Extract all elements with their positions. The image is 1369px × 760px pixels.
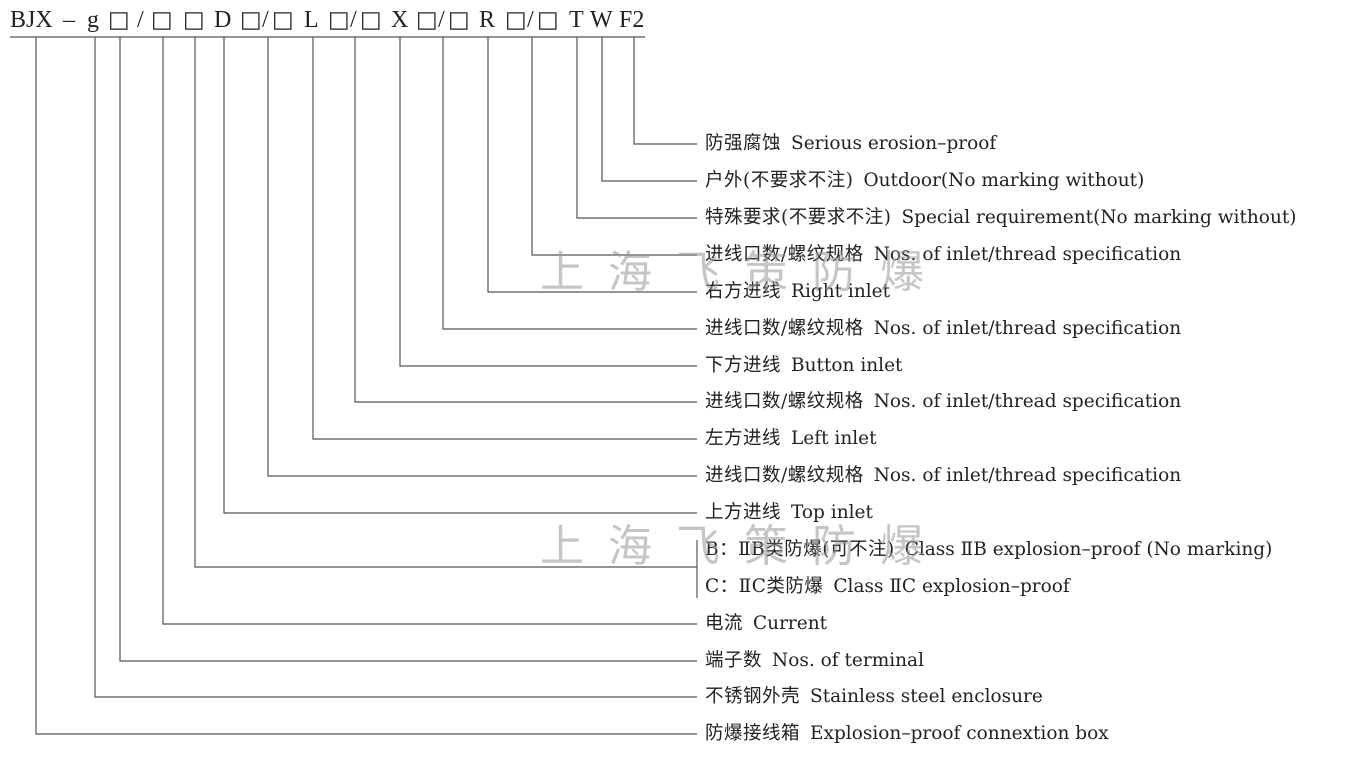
leader-line: [442, 37, 697, 330]
leader-line: [194, 37, 697, 568]
label-en: Special requirement(No marking without): [901, 207, 1297, 228]
leader-line: [94, 37, 697, 698]
label-en: Right inlet: [791, 281, 891, 302]
leader-line: [601, 37, 697, 182]
leader-line: [576, 37, 697, 219]
label-en: Nos. of terminal: [772, 650, 925, 671]
code-segment: /: [438, 7, 445, 33]
label-top-inlet-spec: 进线口数/螺纹规格 Nos. of inlet/thread specificat…: [705, 465, 1181, 487]
label-top-inlet: 上方进线 Top inlet: [705, 502, 873, 524]
label-en: Current: [753, 613, 828, 634]
label-en: Nos. of inlet/thread specification: [873, 318, 1182, 339]
label-en: Nos. of inlet/thread specification: [873, 391, 1182, 412]
code-slot: □: [505, 7, 527, 33]
label-en: Button inlet: [791, 355, 903, 376]
label-current: 电流 Current: [705, 613, 827, 635]
leader-line: [119, 37, 697, 662]
code-segment: /: [137, 7, 144, 33]
leader-line: [487, 37, 697, 293]
label-bottom-inlet: 下方进线 Button inlet: [705, 355, 902, 377]
label-cn: C：ⅡC类防爆: [705, 576, 824, 597]
label-cn: 特殊要求(不要求不注): [705, 207, 892, 228]
code-slot: □: [328, 7, 350, 33]
code-segment: /: [527, 7, 534, 33]
leader-line: [354, 37, 697, 403]
watermark-text: 上海飞策防爆: [540, 247, 948, 298]
code-segment: /: [350, 7, 357, 33]
label-class-iib: B：ⅡB类防爆(可不注) Class ⅡB explosion–proof (No…: [705, 539, 1272, 561]
label-cn: 进线口数/螺纹规格: [705, 465, 864, 486]
code-slot: □: [360, 7, 382, 33]
label-cn: 下方进线: [705, 355, 782, 376]
label-en: Serious erosion–proof: [791, 133, 997, 154]
label-cn: 端子数: [705, 650, 763, 671]
label-en: Left inlet: [791, 428, 877, 449]
label-cn: 防爆接线箱: [705, 723, 801, 744]
label-cn: 进线口数/螺纹规格: [705, 318, 864, 339]
leader-line: [531, 37, 697, 256]
label-en: Class ⅡB explosion–proof (No marking): [904, 539, 1273, 560]
code-segment: X: [391, 7, 409, 33]
leader-line: [633, 37, 697, 145]
code-segment: –: [63, 7, 75, 33]
code-segment: T: [569, 7, 584, 33]
label-cn: B：ⅡB类防爆(可不注): [705, 539, 895, 560]
label-serious-erosion-proof: 防强腐蚀 Serious erosion–proof: [705, 133, 996, 155]
label-cn: 左方进线: [705, 428, 782, 449]
code-segment: BJX: [10, 7, 53, 33]
leader-line: [399, 37, 697, 367]
label-connection-box: 防爆接线箱 Explosion–proof connextion box: [705, 723, 1109, 745]
code-slot: □: [537, 7, 559, 33]
label-left-inlet: 左方进线 Left inlet: [705, 428, 877, 450]
leader-line: [312, 37, 697, 440]
label-en: Stainless steel enclosure: [810, 686, 1043, 707]
label-en: Explosion–proof connextion box: [810, 723, 1109, 744]
code-slot: □: [183, 7, 205, 33]
leader-line: [35, 37, 697, 735]
code-slot: □: [416, 7, 438, 33]
leader-line: [223, 37, 697, 514]
label-en: Class ⅡC explosion–proof: [833, 576, 1070, 597]
label-cn: 进线口数/螺纹规格: [705, 244, 864, 265]
label-cn: 进线口数/螺纹规格: [705, 391, 864, 412]
code-segment: D: [214, 7, 232, 33]
code-slot: □: [151, 7, 173, 33]
code-segment: R: [479, 7, 496, 33]
code-segment: g: [87, 7, 99, 33]
label-left-inlet-spec: 进线口数/螺纹规格 Nos. of inlet/thread specificat…: [705, 391, 1181, 413]
watermark-text: 上海飞策防爆: [540, 521, 948, 572]
label-cn: 右方进线: [705, 281, 782, 302]
code-slot: □: [448, 7, 470, 33]
code-slot: □: [272, 7, 294, 33]
leader-line: [267, 37, 697, 477]
label-cn: 上方进线: [705, 502, 782, 523]
label-outdoor: 户外(不要求不注) Outdoor(No marking without): [705, 170, 1144, 192]
label-en: Nos. of inlet/thread specification: [873, 244, 1182, 265]
label-cn: 电流: [705, 613, 744, 634]
label-right-inlet-spec: 进线口数/螺纹规格 Nos. of inlet/thread specificat…: [705, 244, 1181, 266]
label-en: Nos. of inlet/thread specification: [873, 465, 1182, 486]
code-slot: □: [240, 7, 262, 33]
leader-line: [162, 37, 697, 625]
label-special-requirement: 特殊要求(不要求不注) Special requirement(No markin…: [705, 207, 1297, 229]
code-segment: F2: [619, 7, 645, 33]
label-en: Outdoor(No marking without): [863, 170, 1145, 191]
code-segment: W: [590, 7, 613, 33]
label-class-iic: C：ⅡC类防爆 Class ⅡC explosion–proof: [705, 576, 1070, 598]
label-bottom-inlet-spec: 进线口数/螺纹规格 Nos. of inlet/thread specificat…: [705, 318, 1181, 340]
label-terminal-count: 端子数 Nos. of terminal: [705, 650, 924, 672]
label-en: Top inlet: [791, 502, 873, 523]
label-cn: 防强腐蚀: [705, 133, 782, 154]
label-stainless-enclosure: 不锈钢外壳 Stainless steel enclosure: [705, 686, 1043, 708]
label-cn: 不锈钢外壳: [705, 686, 801, 707]
code-segment: /: [262, 7, 269, 33]
label-right-inlet: 右方进线 Right inlet: [705, 281, 890, 303]
label-cn: 户外(不要求不注): [705, 170, 854, 191]
code-segment: L: [304, 7, 319, 33]
code-slot: □: [108, 7, 130, 33]
